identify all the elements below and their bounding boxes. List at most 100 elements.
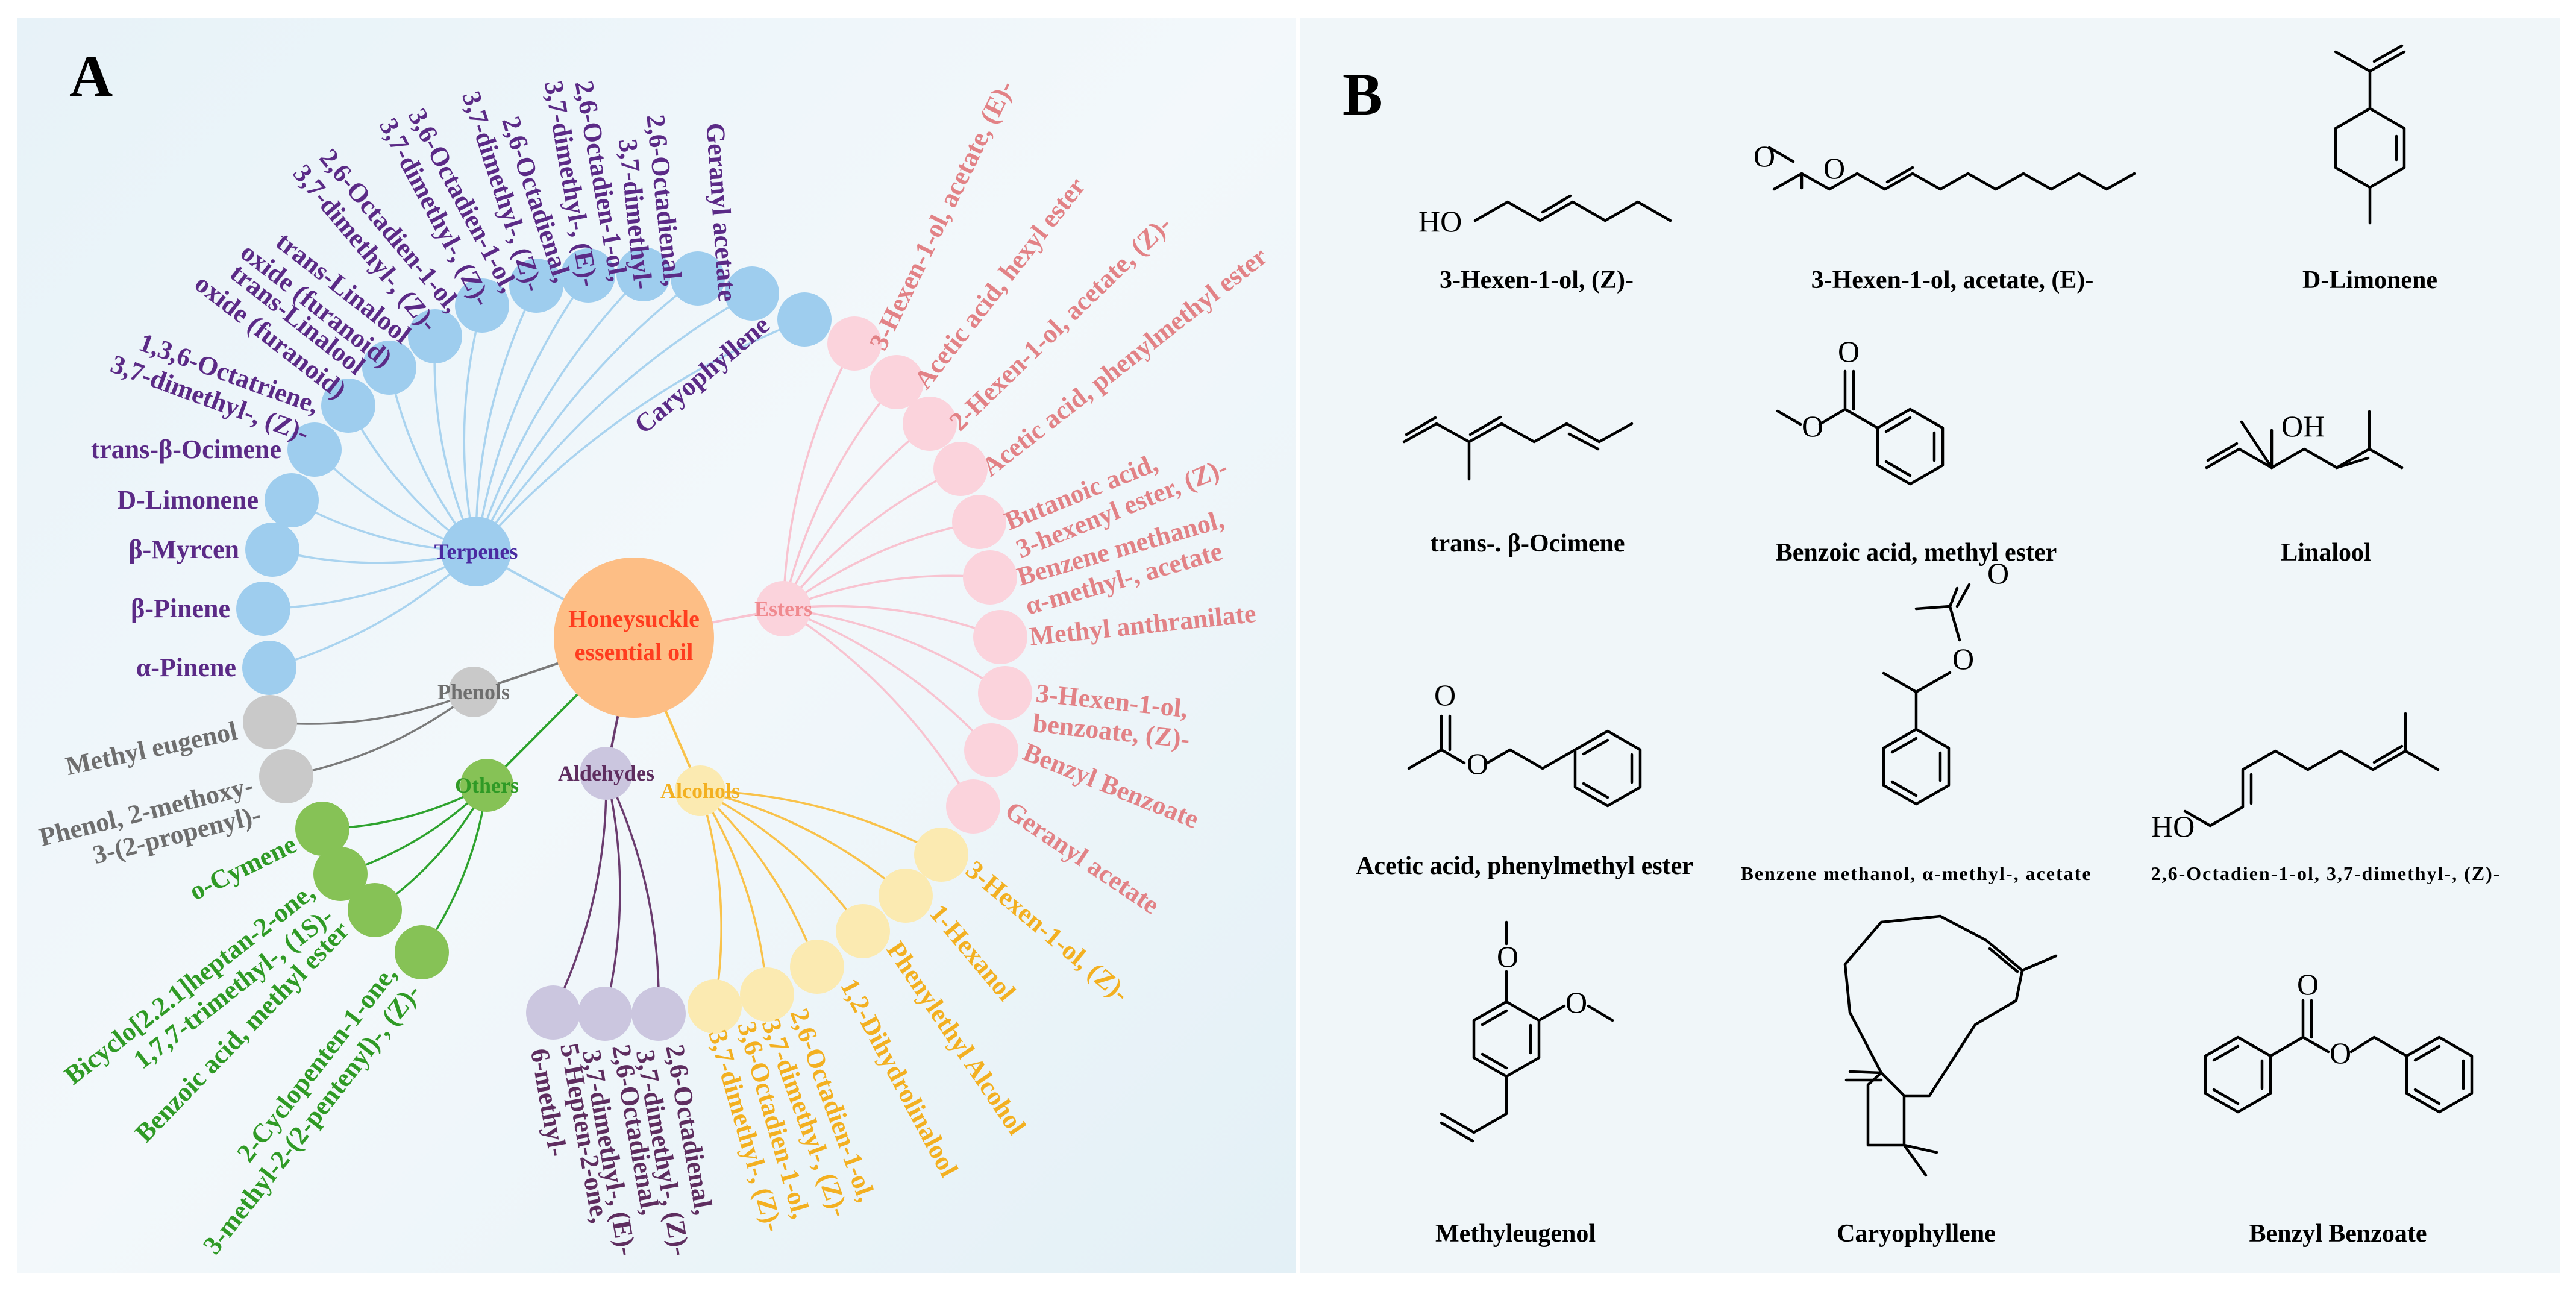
branch-link [783,608,992,752]
compound-node [509,259,563,313]
compound-node [362,341,416,395]
network-nodes [236,247,1032,1041]
branch-link [475,318,805,553]
compound-label-line: D-Limonene [117,485,259,515]
branch-link [475,273,645,552]
center-label-line2: essential oil [575,638,694,665]
branch-link [605,773,660,1014]
category-node-aldehydes [580,747,633,800]
structure-name: Benzoic acid, methyl ester [1776,539,2057,567]
atom-label: OH [2281,409,2325,443]
compound-node [964,723,1018,777]
structure-hexenyl-acetate: O O 3-Hexen-1-ol, acetate, (E)- [1753,139,2136,294]
category-node-esters [756,581,811,636]
compound-node [879,869,933,923]
atom-label: O [1434,678,1456,712]
compound-node [973,610,1027,664]
branch-link [783,574,991,610]
center-label-line1: Honeysuckle [568,605,700,632]
compound-node [313,847,368,901]
atom-label: O [1802,409,1823,443]
compound-node [242,641,296,695]
branch-link [783,605,1001,638]
structure-caryophyllene: Caryophyllene [1837,914,2058,1248]
compound-label-line: α-Pinene [136,653,236,682]
compound-node [265,473,319,527]
branch-link [269,691,474,725]
branch-link [782,422,931,609]
compound-label: D-Limonene [117,485,259,515]
structure-name: 3-Hexen-1-ol, acetate, (E)- [1811,266,2094,294]
category-label-esters: Esters [754,597,812,621]
category-node-phenols [448,667,499,717]
center-node: Honeysuckle essential oil [554,558,714,718]
branch-link [475,274,589,552]
compound-node [455,278,509,333]
atom-label: O [1823,151,1845,185]
compound-label-line: β-Myrcen [128,535,239,564]
atom-label: O [1952,642,1974,676]
compound-node [740,967,794,1022]
compound-node [561,248,615,303]
structure-methyleugenol: O O Methyleugenol [1435,920,1614,1248]
compound-node [914,828,968,882]
compound-node [245,523,299,577]
structure-benzyl-benzoate: O O Benzyl Benzoate [2204,967,2474,1248]
category-label-aldehydes: Aldehydes [558,761,654,785]
category-label-alcohols: Alcohols [660,779,740,803]
atom-label: O [1565,985,1587,1019]
compound-node [688,979,742,1034]
compound-label: β-Myrcen [128,535,239,564]
compound-label: α-Pinene [136,653,236,682]
branch-link [782,468,961,610]
panel-b-letter: B [1343,61,1383,128]
compound-label: 2,6-Octadienal,3,7-dimethyl- [610,113,688,291]
category-node-others [460,759,513,812]
category-label-terpenes: Terpenes [434,539,518,564]
compound-node [408,309,462,363]
compound-node [777,292,832,347]
compound-node [287,422,342,477]
branch-link [783,608,974,807]
compound-node [963,550,1017,605]
branch-link [699,790,768,995]
category-label-others: Others [455,773,519,797]
branch-link [782,381,898,609]
compound-node [836,904,890,958]
structure-nerol: HO 2,6-Octadien-1-ol, 3,7-dimethyl-, (Z)… [2151,712,2501,884]
atom-label: O [1497,940,1518,973]
branch-link [700,790,864,932]
structure-name: 2,6-Octadien-1-ol, 3,7-dimethyl-, (Z)- [2151,862,2501,884]
compound-node [395,925,449,979]
compound-label: β-Pinene [131,594,230,623]
structure-grid: HO 3-Hexen-1-ol, (Z)- O O 3-Hexen-1-ol, … [1356,44,2501,1248]
structure-methyl-benzoate: O O Benzoic acid, methyl ester [1776,335,2057,567]
atom-label: HO [2151,809,2195,843]
structure-name: trans-. β-Ocimene [1430,530,1625,558]
category-label-phenols: Phenols [437,680,510,704]
branch-link [475,277,699,552]
structure-limonene: D-Limonene [2302,44,2437,294]
structure-name: D-Limonene [2302,266,2437,294]
compound-node [578,987,632,1041]
structure-name: 3-Hexen-1-ol, (Z)- [1440,266,1634,294]
atom-label: O [1467,747,1488,781]
branch-link [552,773,607,1013]
compound-node [870,355,924,409]
compound-node [616,247,671,301]
compound-node [631,987,686,1041]
compound-node [236,582,290,636]
compound-node [321,379,375,433]
structure-name: Caryophyllene [1837,1220,1996,1248]
compound-node [526,985,580,1040]
compound-node [946,779,1000,834]
panel-a-letter: A [69,43,113,110]
atom-label: O [2330,1036,2351,1070]
compound-label-line: trans-β-Ocimene [91,435,281,464]
structure-linalool: OH Linalool [2205,409,2404,567]
panel-b-background [1300,18,2560,1273]
branch-link [475,292,753,552]
structure-name: Benzene methanol, α-methyl-, acetate [1740,862,2092,884]
branch-link [700,790,907,897]
